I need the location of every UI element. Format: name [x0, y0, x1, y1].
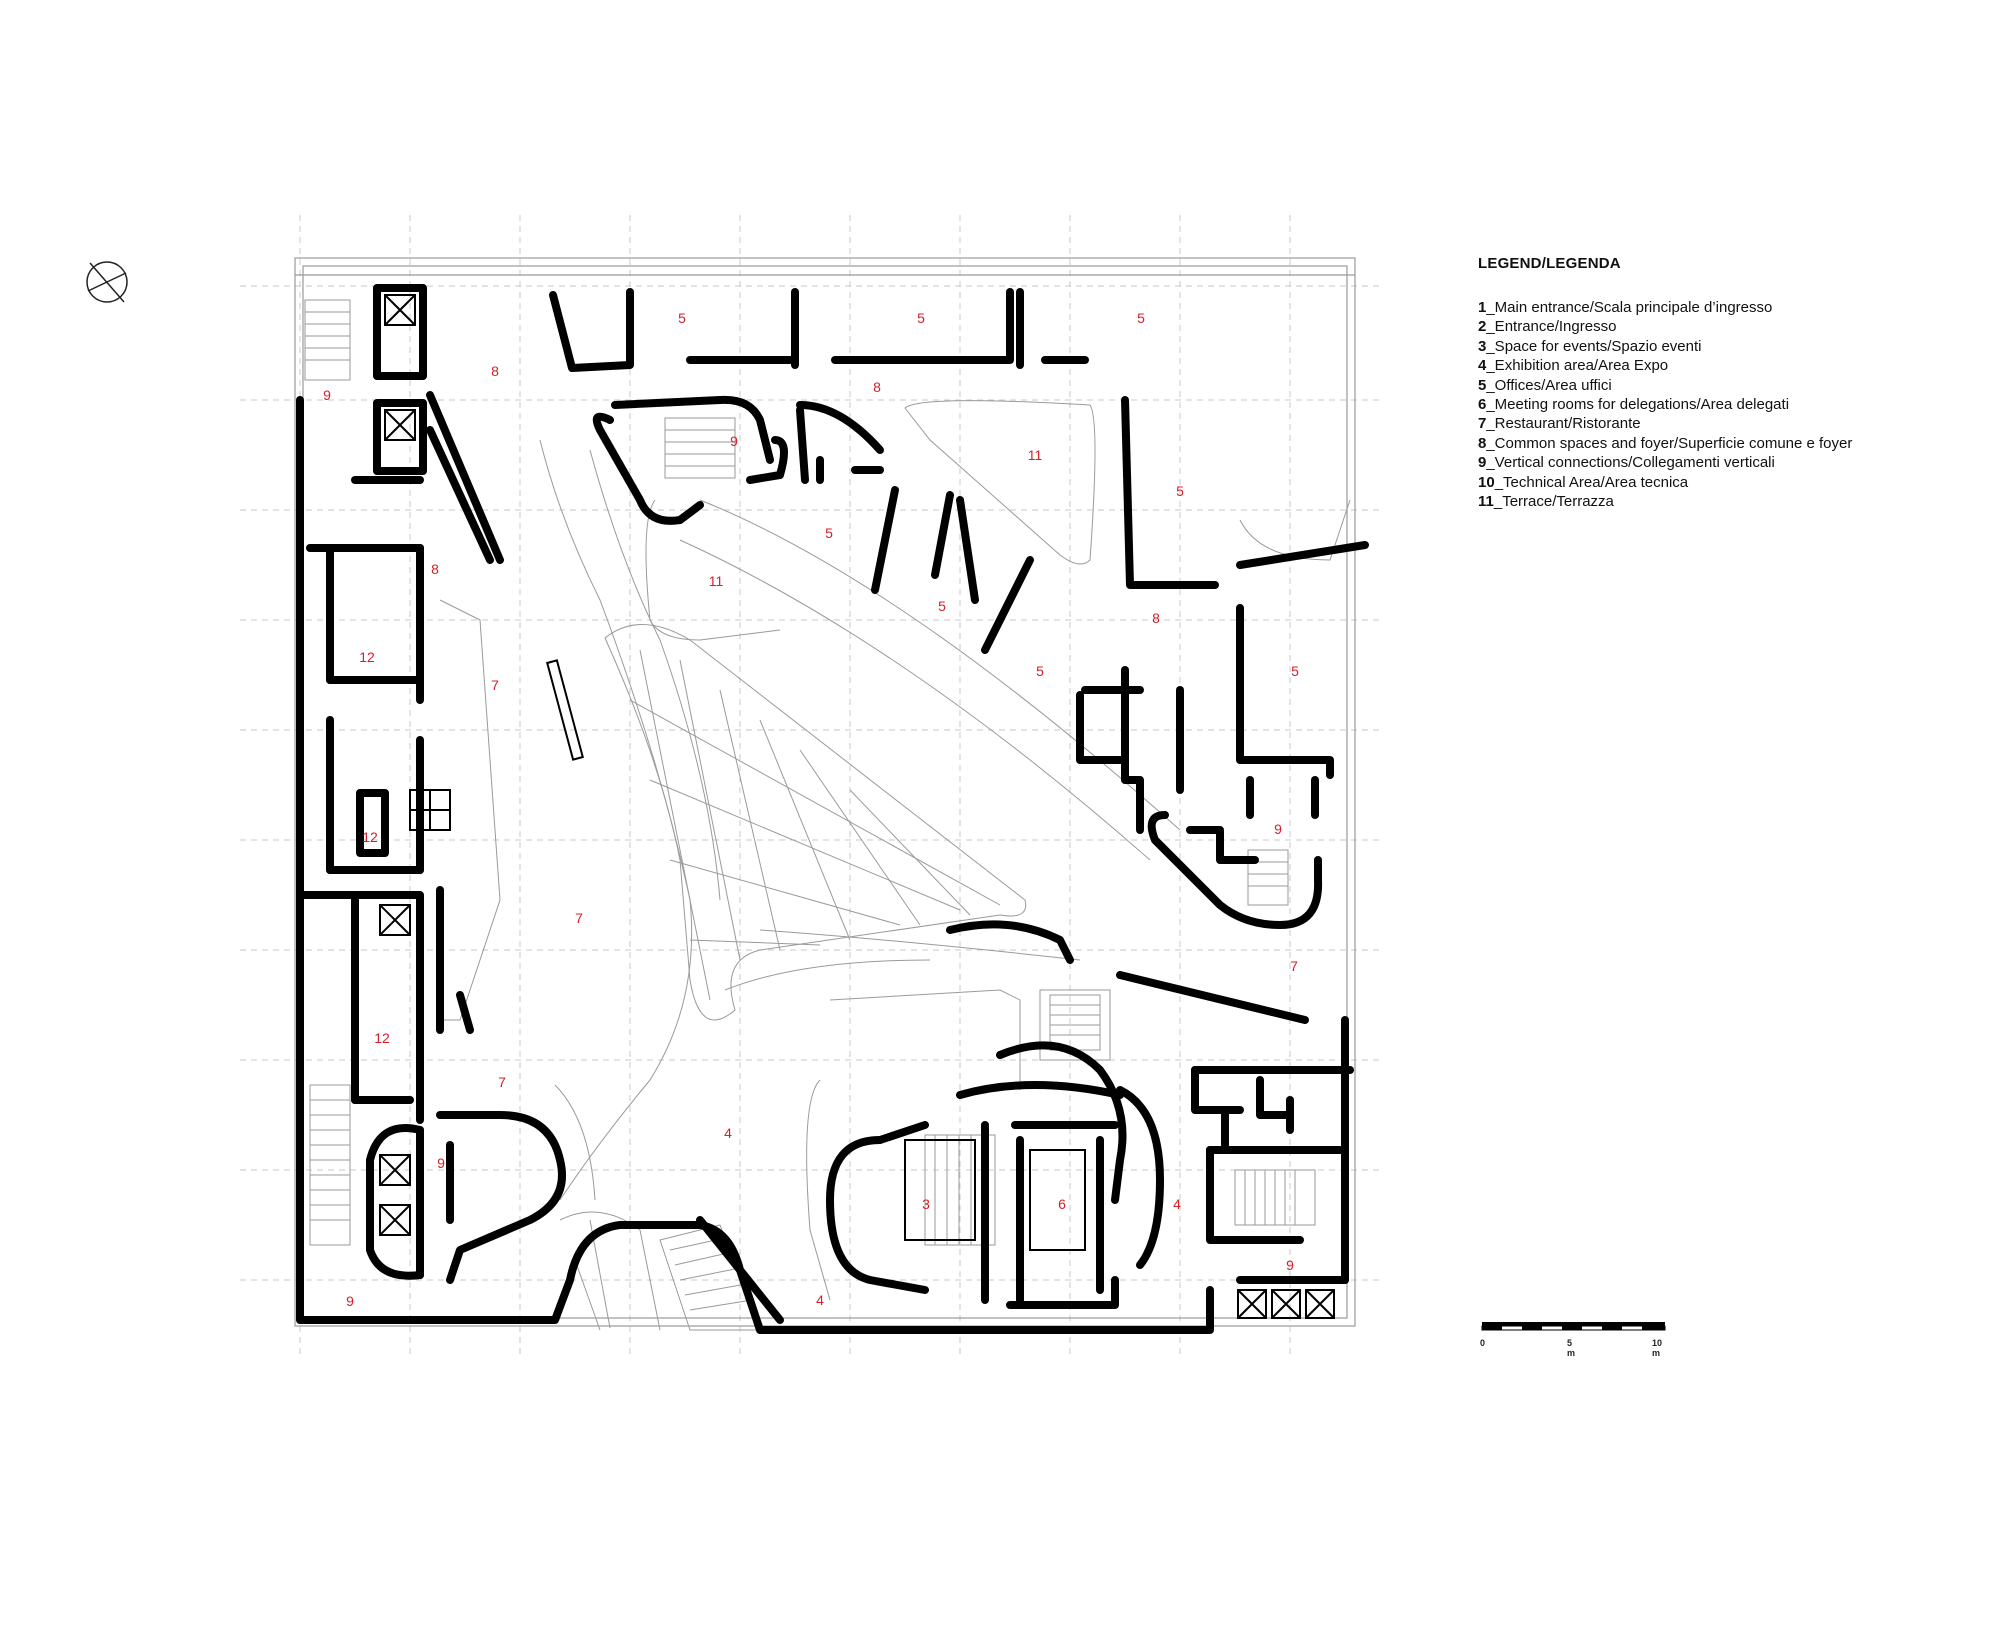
- legend-item: 10_Technical Area/Area tecnica: [1478, 473, 1689, 491]
- room-label: 12: [359, 649, 375, 665]
- legend-item: 1_Main entrance/Scala principale d’ingre…: [1478, 299, 1773, 316]
- room-labels: 5 5 5 8 9 8 9 11 5 5 11 8 12 7 5 5 8 5 1…: [323, 310, 1299, 1309]
- room-label: 5: [1137, 310, 1145, 326]
- legend-item: 5_Offices/Area uffici: [1478, 376, 1612, 394]
- room-label: 9: [323, 387, 331, 403]
- room-label: 5: [1036, 663, 1044, 679]
- legend: LEGEND/LEGENDA 1_Main entrance/Scala pri…: [1478, 255, 1978, 511]
- room-label: 5: [825, 525, 833, 541]
- atrium-canopy: [439, 400, 1351, 1331]
- room-label: 5: [678, 310, 686, 326]
- room-label: 4: [816, 1292, 824, 1308]
- legend-item: 2_Entrance/Ingresso: [1478, 318, 1617, 336]
- room-label: 5: [1176, 483, 1184, 499]
- room-label: 5: [1291, 663, 1299, 679]
- room-label: 12: [374, 1030, 390, 1046]
- room-label: 9: [346, 1293, 354, 1309]
- north-arrow-icon: [86, 261, 128, 303]
- legend-item: 3_Space for events/Spazio eventi: [1478, 337, 1702, 355]
- room-label: 7: [575, 910, 583, 926]
- room-label: 9: [1286, 1257, 1294, 1273]
- legend-item: 8_Common spaces and foyer/Superficie com…: [1478, 434, 1853, 452]
- room-label: 5: [917, 310, 925, 326]
- room-label: 8: [491, 363, 499, 379]
- service-boxes: [379, 294, 1335, 1319]
- legend-item: 11_Terrace/Terrazza: [1478, 493, 1614, 511]
- legend-item: 6_Meeting rooms for delegations/Area del…: [1478, 396, 1790, 414]
- room-label: 7: [491, 677, 499, 693]
- scale-label-0: 0: [1480, 1338, 1486, 1348]
- room-label: 12: [362, 829, 378, 845]
- room-label: 3: [922, 1196, 930, 1212]
- walls: [296, 284, 1369, 1334]
- room-label: 5: [938, 598, 946, 614]
- legend-item: 7_Restaurant/Ristorante: [1478, 415, 1641, 433]
- room-label: 8: [431, 561, 439, 577]
- room-label: 4: [1173, 1196, 1181, 1212]
- scale-bar: [1481, 1322, 1666, 1331]
- room-label: 4: [724, 1125, 732, 1141]
- room-label: 8: [1152, 610, 1160, 626]
- room-label: 7: [1290, 958, 1298, 974]
- room-label: 8: [873, 379, 881, 395]
- stairs: [304, 299, 1316, 1331]
- room-label: 9: [730, 433, 738, 449]
- legend-item: 9_Vertical connections/Collegamenti vert…: [1478, 454, 1775, 472]
- room-label: 9: [437, 1155, 445, 1171]
- legend-item: 4_Exhibition area/Area Expo: [1478, 357, 1669, 375]
- room-label: 11: [709, 573, 724, 589]
- room-label: 6: [1058, 1196, 1066, 1212]
- scale-label-5m: 5 m: [1567, 1338, 1576, 1358]
- room-label: 11: [1028, 447, 1043, 463]
- scale-label-10m: 10 m: [1652, 1338, 1663, 1358]
- legend-title: LEGEND/LEGENDA: [1478, 255, 1621, 272]
- room-label: 9: [1274, 821, 1282, 837]
- room-label: 7: [498, 1074, 506, 1090]
